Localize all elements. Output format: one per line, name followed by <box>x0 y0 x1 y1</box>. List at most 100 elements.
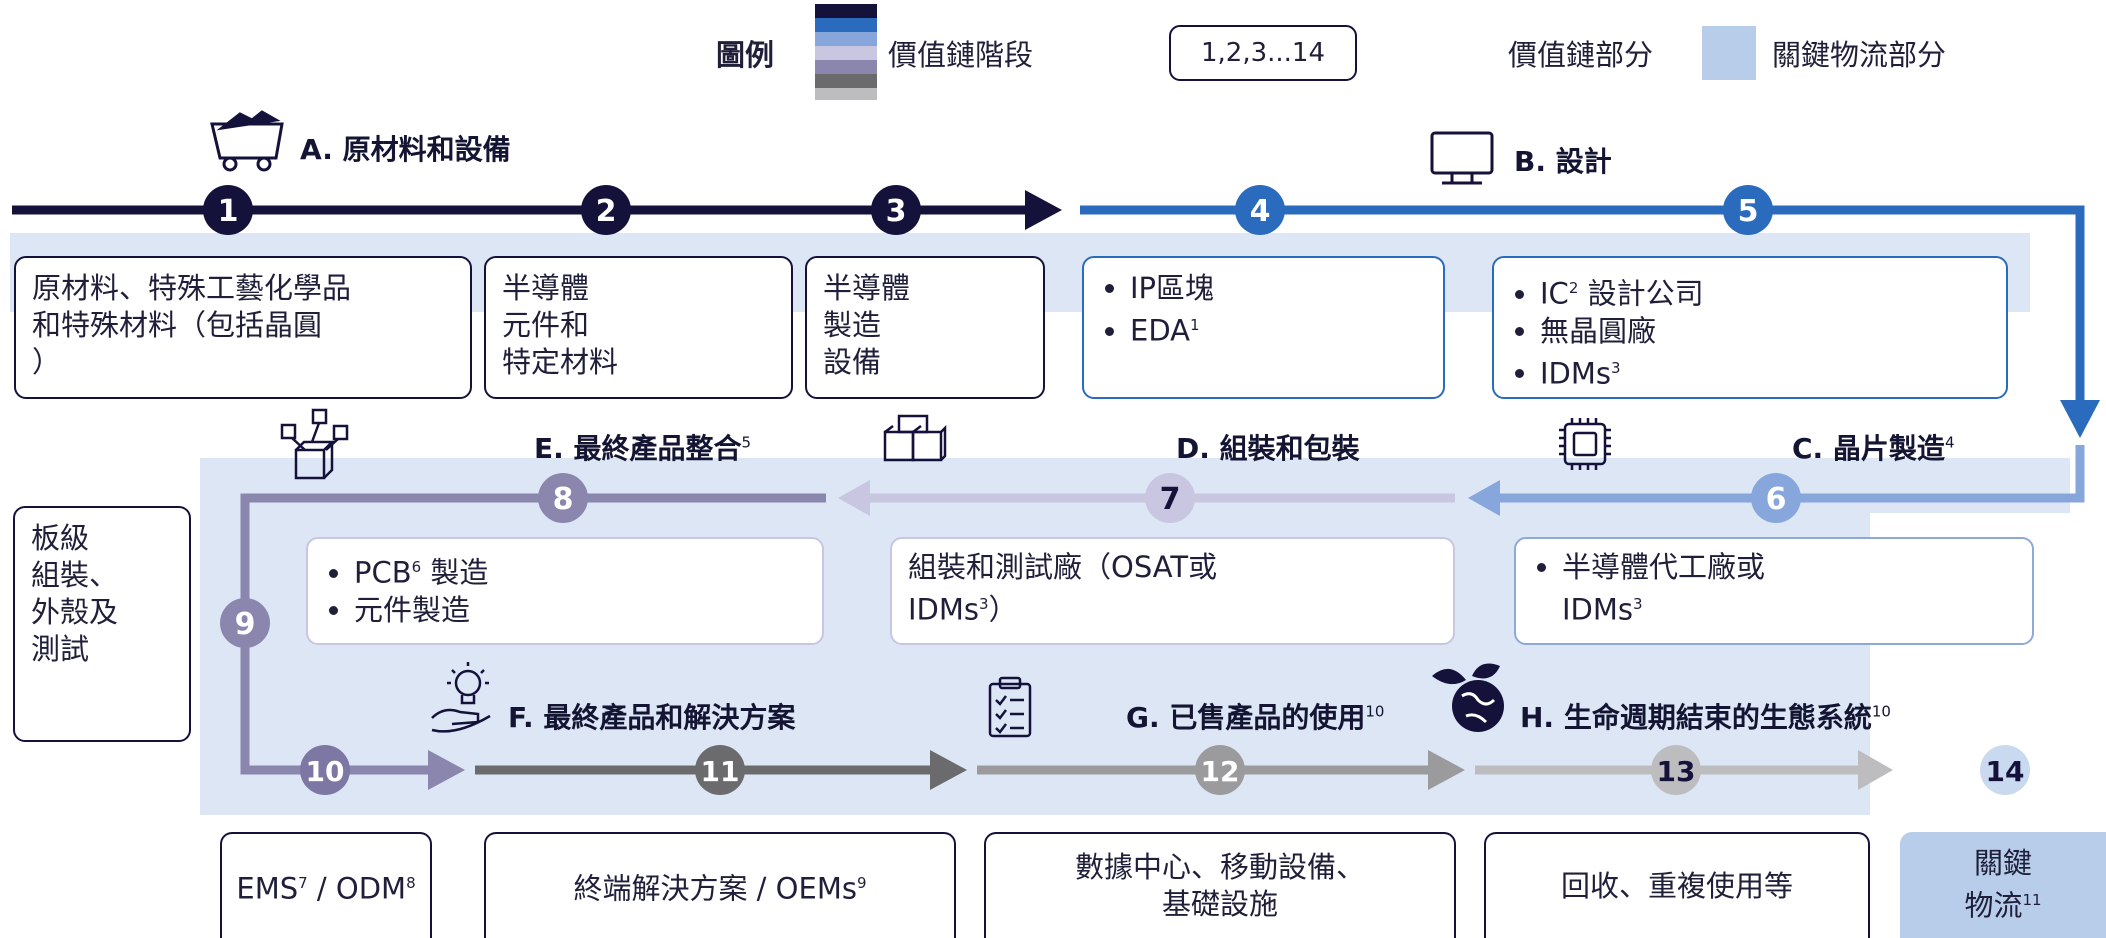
stage-14: 14 <box>1980 745 2030 795</box>
svg-text:5: 5 <box>1738 194 1759 229</box>
stage-10: 10 <box>300 745 350 795</box>
globe-leaf-icon <box>1432 663 1504 732</box>
box-10-a-footnote: 7 <box>298 873 308 892</box>
section-a-title: A. 原材料和設備 <box>300 133 511 166</box>
section-e-title: E. 最終產品整合5 <box>534 427 751 467</box>
box-14-footnote: 11 <box>2022 891 2042 910</box>
arrow-a-head <box>1025 190 1062 230</box>
section-g-label: G. 已售產品的使用 <box>1126 701 1366 734</box>
section-c-title: C. 晶片製造4 <box>1792 427 1954 467</box>
section-h-label: H. 生命週期結束的生態系統 <box>1520 701 1872 734</box>
box-key-logistics: 關鍵 物流11 <box>1900 832 2106 938</box>
arrow-h-head <box>1858 750 1893 790</box>
box-ip-eda: IP區塊 EDA1 <box>1082 256 1445 399</box>
stage-5: 5 <box>1723 185 1773 235</box>
svg-text:14: 14 <box>1986 755 2025 788</box>
svg-text:12: 12 <box>1201 755 1240 788</box>
box-manufacturing-equipment: 半導體 製造 設備 <box>805 256 1045 399</box>
box-6-item-1-text: 半導體代工廠或 <box>1562 550 1766 584</box>
stage-1: 1 <box>203 185 253 235</box>
box-4-item-1: IP區塊 <box>1130 270 1427 307</box>
box-4-item-1-text: IP區塊 <box>1130 271 1215 305</box>
legend-logistics-swatch <box>1702 26 1756 80</box>
legend-logistics-label: 關鍵物流部分 <box>1772 38 1947 72</box>
stage-3: 3 <box>871 185 921 235</box>
section-c-footnote: 4 <box>1944 433 1955 452</box>
legend-number-label: 1,2,3...14 <box>1200 38 1326 68</box>
box-1-line-1: 原材料、特殊工藝化學品 <box>32 271 352 305</box>
box-3-line-1: 半導體 <box>823 271 911 305</box>
svg-text:13: 13 <box>1657 755 1696 788</box>
svg-text:4: 4 <box>1250 194 1271 229</box>
box-5-item-1-after: 設計公司 <box>1578 276 1704 311</box>
box-5-item-2-text: 無晶圓廠 <box>1540 313 1657 348</box>
arrow-b <box>1080 205 2085 405</box>
box-9-line-3: 外殼及 <box>31 595 119 629</box>
box-5-item-3-text: IDMs <box>1540 356 1612 391</box>
legend-number-box <box>1169 25 1357 81</box>
box-10-a: EMS <box>236 871 299 906</box>
svg-text:1: 1 <box>218 194 239 229</box>
box-oems: 終端解決方案 / OEMs9 <box>484 832 956 938</box>
box-7-line-2-b: ） <box>988 592 1018 627</box>
box-2-line-3: 特定材料 <box>502 345 619 379</box>
box-11-footnote: 9 <box>856 873 867 892</box>
box-3-line-3: 設備 <box>823 345 882 379</box>
box-9-line-1: 板級 <box>31 521 90 555</box>
monitor-icon <box>1430 131 1494 185</box>
svg-text:6: 6 <box>1766 482 1787 517</box>
box-2-line-1: 半導體 <box>502 271 590 305</box>
box-2-line-2: 元件和 <box>502 308 590 342</box>
arrow-d-head <box>838 480 870 516</box>
box-12-line-1: 數據中心、移動設備、 <box>1074 850 1365 884</box>
box-4-item-2-text: EDA <box>1130 313 1190 348</box>
svg-text:11: 11 <box>701 755 740 788</box>
svg-text:9: 9 <box>235 607 256 642</box>
section-h-title: H. 生命週期結束的生態系統10 <box>1520 696 1891 736</box>
arrow-c <box>1500 445 2085 503</box>
box-ic-design: IC2 設計公司 無晶圓廠 IDMs3 <box>1492 256 2008 399</box>
lightbulb-hand-icon <box>431 662 491 733</box>
box-10-text: EMS7 / ODM8 <box>236 865 415 908</box>
box-semiconductor-components: 半導體 元件和 特定材料 <box>484 256 793 399</box>
box-8-item-1-text: PCB <box>354 555 412 590</box>
box-8-item-1: PCB6 製造 <box>354 549 806 592</box>
box-13-text: 回收、重複使用等 <box>1560 868 1793 903</box>
svg-text:10: 10 <box>306 755 345 788</box>
box-data-center: 數據中心、移動設備、 基礎設施 <box>984 832 1456 938</box>
box-11-a: 終端解決方案 / OEMs <box>573 871 857 906</box>
box-7-footnote: 3 <box>979 595 989 613</box>
svg-text:2: 2 <box>596 194 617 229</box>
legend-part-label: 價值鏈部分 <box>1508 38 1654 72</box>
box-10-b-footnote: 8 <box>406 873 416 892</box>
stage-9: 9 <box>220 598 270 648</box>
stage-2: 2 <box>581 185 631 235</box>
section-e-label: E. 最終產品整合 <box>534 432 742 465</box>
box-7-line-2-a: IDMs <box>908 592 980 627</box>
box-board-assembly: 板級 組裝、 外殼及 測試 <box>13 506 191 742</box>
stage-11: 11 <box>695 745 745 795</box>
section-d-title: D. 組裝和包裝 <box>1176 432 1360 465</box>
box-6-item-1-cont: IDMs <box>1562 592 1634 627</box>
box-recycling: 回收、重複使用等 <box>1484 832 1870 938</box>
arrow-f-head <box>930 750 967 790</box>
box-12-line-2: 基礎設施 <box>1161 887 1278 921</box>
cart-icon <box>210 110 284 172</box>
boxes-icon <box>883 414 947 462</box>
box-osat: 組裝和測試廠（OSAT或 IDMs3） <box>890 537 1455 645</box>
box-10-b: / ODM <box>307 871 407 906</box>
stage-4: 4 <box>1235 185 1285 235</box>
stage-8: 8 <box>538 473 588 523</box>
svg-text:7: 7 <box>1160 482 1181 517</box>
section-g-title: G. 已售產品的使用10 <box>1126 696 1384 736</box>
box-raw-materials: 原材料、特殊工藝化學品 和特殊材料（包括晶圓 ） <box>14 256 472 399</box>
box-5-item-3: IDMs3 <box>1540 350 1990 393</box>
svg-text:3: 3 <box>886 194 907 229</box>
box-8-item-1-after: 製造 <box>421 555 489 590</box>
box-5-item-2: 無晶圓廠 <box>1540 313 1990 350</box>
section-f-title: F. 最終產品和解決方案 <box>508 701 796 734</box>
clipboard-icon <box>988 676 1032 738</box>
box-8-item-2: 元件製造 <box>354 592 806 629</box>
